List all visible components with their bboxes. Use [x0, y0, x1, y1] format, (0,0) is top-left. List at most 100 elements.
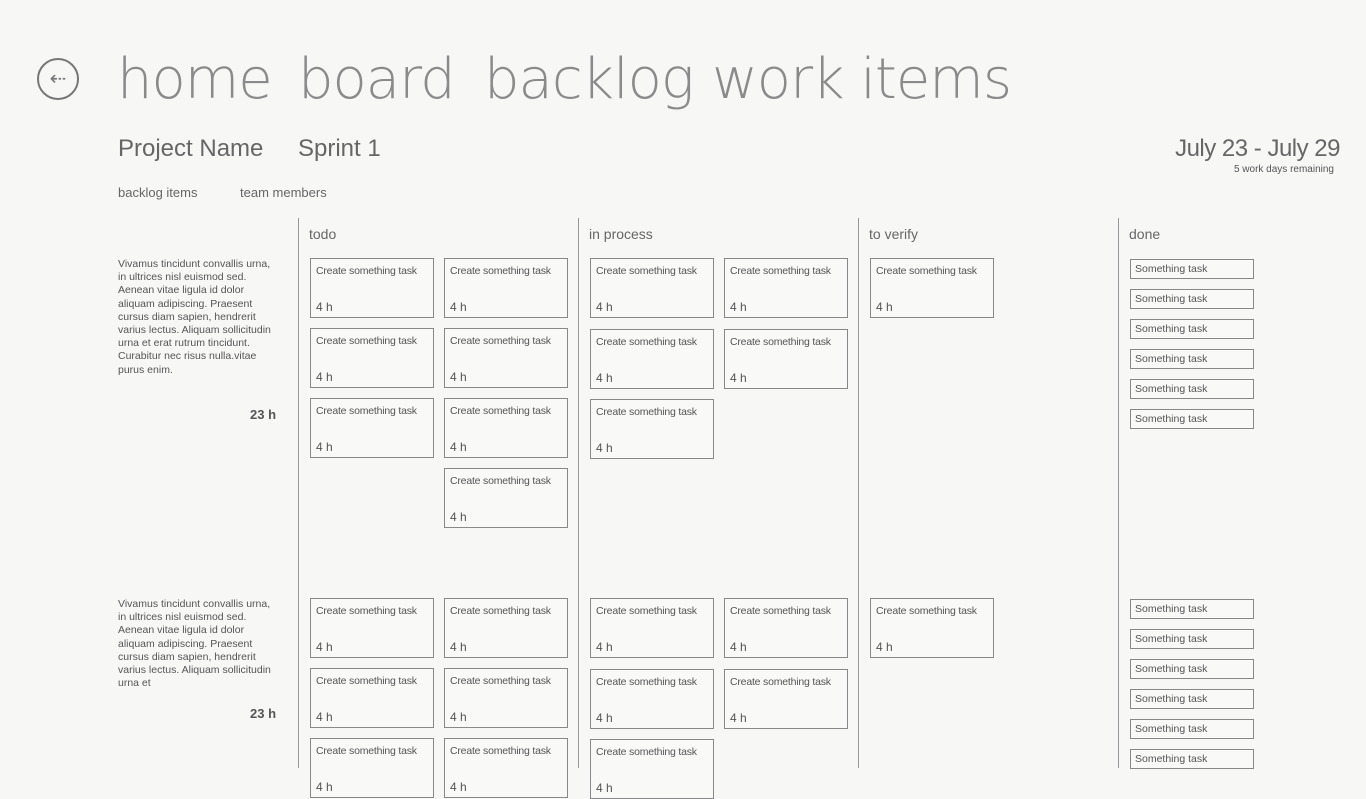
task-hours: 4 h: [316, 300, 333, 314]
done-task[interactable]: Something task: [1130, 259, 1254, 279]
task-hours: 4 h: [450, 510, 467, 524]
done-task[interactable]: Something task: [1130, 289, 1254, 309]
column-header-to-verify: to verify: [869, 226, 919, 242]
task-hours: 4 h: [316, 710, 333, 724]
column-header-done: done: [1129, 226, 1161, 242]
task-card[interactable]: Create something task 4 h: [310, 738, 434, 798]
column-divider: [578, 218, 579, 768]
sprint-date-range: July 23 - July 29: [1175, 135, 1340, 162]
task-hours: 4 h: [316, 440, 333, 454]
done-task[interactable]: Something task: [1130, 319, 1254, 339]
task-card[interactable]: Create something task 4 h: [310, 668, 434, 728]
task-card[interactable]: Create something task 4 h: [310, 398, 434, 458]
task-hours: 4 h: [450, 440, 467, 454]
backlog-item-description[interactable]: Vivamus tincidunt convallis urna, in ult…: [118, 258, 271, 376]
task-hours: 4 h: [596, 300, 613, 314]
task-card[interactable]: Create something task 4 h: [444, 328, 568, 388]
done-task[interactable]: Something task: [1130, 719, 1254, 739]
days-remaining: 5 work days remaining: [1233, 164, 1334, 175]
task-hours: 4 h: [316, 780, 333, 794]
task-hours: 4 h: [596, 781, 613, 795]
task-title: Create something task: [596, 265, 697, 277]
task-title: Create something task: [730, 605, 831, 617]
nav-backlog[interactable]: backlog: [484, 47, 695, 112]
done-task[interactable]: Something task: [1130, 599, 1254, 619]
column-header-todo: todo: [309, 226, 337, 242]
task-hours: 4 h: [316, 370, 333, 384]
done-task[interactable]: Something task: [1130, 659, 1254, 679]
column-header-in-process: in process: [589, 226, 653, 242]
task-title: Create something task: [316, 405, 417, 417]
task-hours: 4 h: [596, 640, 613, 654]
task-card[interactable]: Create something task 4 h: [310, 328, 434, 388]
column-divider: [298, 218, 299, 768]
backlog-item-hours: 23 h: [250, 407, 277, 422]
done-task[interactable]: Something task: [1130, 379, 1254, 399]
task-title: Create something task: [596, 746, 697, 758]
task-hours: 4 h: [876, 640, 893, 654]
task-card[interactable]: Create something task 4 h: [590, 258, 714, 318]
task-title: Create something task: [596, 336, 697, 348]
done-task[interactable]: Something task: [1130, 409, 1254, 429]
task-card[interactable]: Create something task 4 h: [590, 329, 714, 389]
task-hours: 4 h: [450, 640, 467, 654]
task-card[interactable]: Create something task 4 h: [444, 468, 568, 528]
task-hours: 4 h: [450, 710, 467, 724]
task-hours: 4 h: [450, 780, 467, 794]
backlog-item-hours: 23 h: [250, 706, 277, 721]
task-title: Create something task: [450, 475, 551, 487]
nav-home[interactable]: home: [117, 47, 273, 112]
task-card[interactable]: Create something task 4 h: [444, 598, 568, 658]
task-card[interactable]: Create something task 4 h: [590, 669, 714, 729]
subnav-team-members[interactable]: team members: [240, 185, 327, 200]
task-card[interactable]: Create something task 4 h: [590, 598, 714, 658]
task-title: Create something task: [316, 675, 417, 687]
project-name[interactable]: Project Name: [118, 135, 264, 162]
task-title: Create something task: [450, 605, 551, 617]
subnav-backlog-items[interactable]: backlog items: [118, 185, 198, 200]
done-task[interactable]: Something task: [1130, 629, 1254, 649]
back-button[interactable]: ⇠: [37, 58, 79, 100]
task-title: Create something task: [316, 335, 417, 347]
task-title: Create something task: [596, 605, 697, 617]
task-hours: 4 h: [450, 300, 467, 314]
backlog-item-description[interactable]: Vivamus tincidunt convallis urna, in ult…: [118, 598, 271, 690]
task-card[interactable]: Create something task 4 h: [444, 258, 568, 318]
task-title: Create something task: [316, 745, 417, 757]
task-hours: 4 h: [876, 300, 893, 314]
task-card[interactable]: Create something task 4 h: [590, 739, 714, 799]
task-hours: 4 h: [730, 640, 747, 654]
task-hours: 4 h: [730, 300, 747, 314]
task-title: Create something task: [450, 335, 551, 347]
task-card[interactable]: Create something task 4 h: [310, 598, 434, 658]
nav-board[interactable]: board: [298, 47, 456, 112]
task-title: Create something task: [450, 265, 551, 277]
task-hours: 4 h: [596, 371, 613, 385]
task-card[interactable]: Create something task 4 h: [444, 668, 568, 728]
task-hours: 4 h: [596, 711, 613, 725]
task-hours: 4 h: [730, 711, 747, 725]
task-card[interactable]: Create something task 4 h: [724, 598, 848, 658]
done-task[interactable]: Something task: [1130, 349, 1254, 369]
column-divider: [858, 218, 859, 768]
task-title: Create something task: [730, 336, 831, 348]
done-task[interactable]: Something task: [1130, 749, 1254, 769]
task-title: Create something task: [316, 605, 417, 617]
task-title: Create something task: [450, 675, 551, 687]
task-hours: 4 h: [596, 441, 613, 455]
done-task[interactable]: Something task: [1130, 689, 1254, 709]
task-hours: 4 h: [316, 640, 333, 654]
task-title: Create something task: [596, 676, 697, 688]
task-hours: 4 h: [450, 370, 467, 384]
sprint-name[interactable]: Sprint 1: [298, 135, 381, 162]
nav-work-items[interactable]: work items: [712, 47, 1012, 112]
